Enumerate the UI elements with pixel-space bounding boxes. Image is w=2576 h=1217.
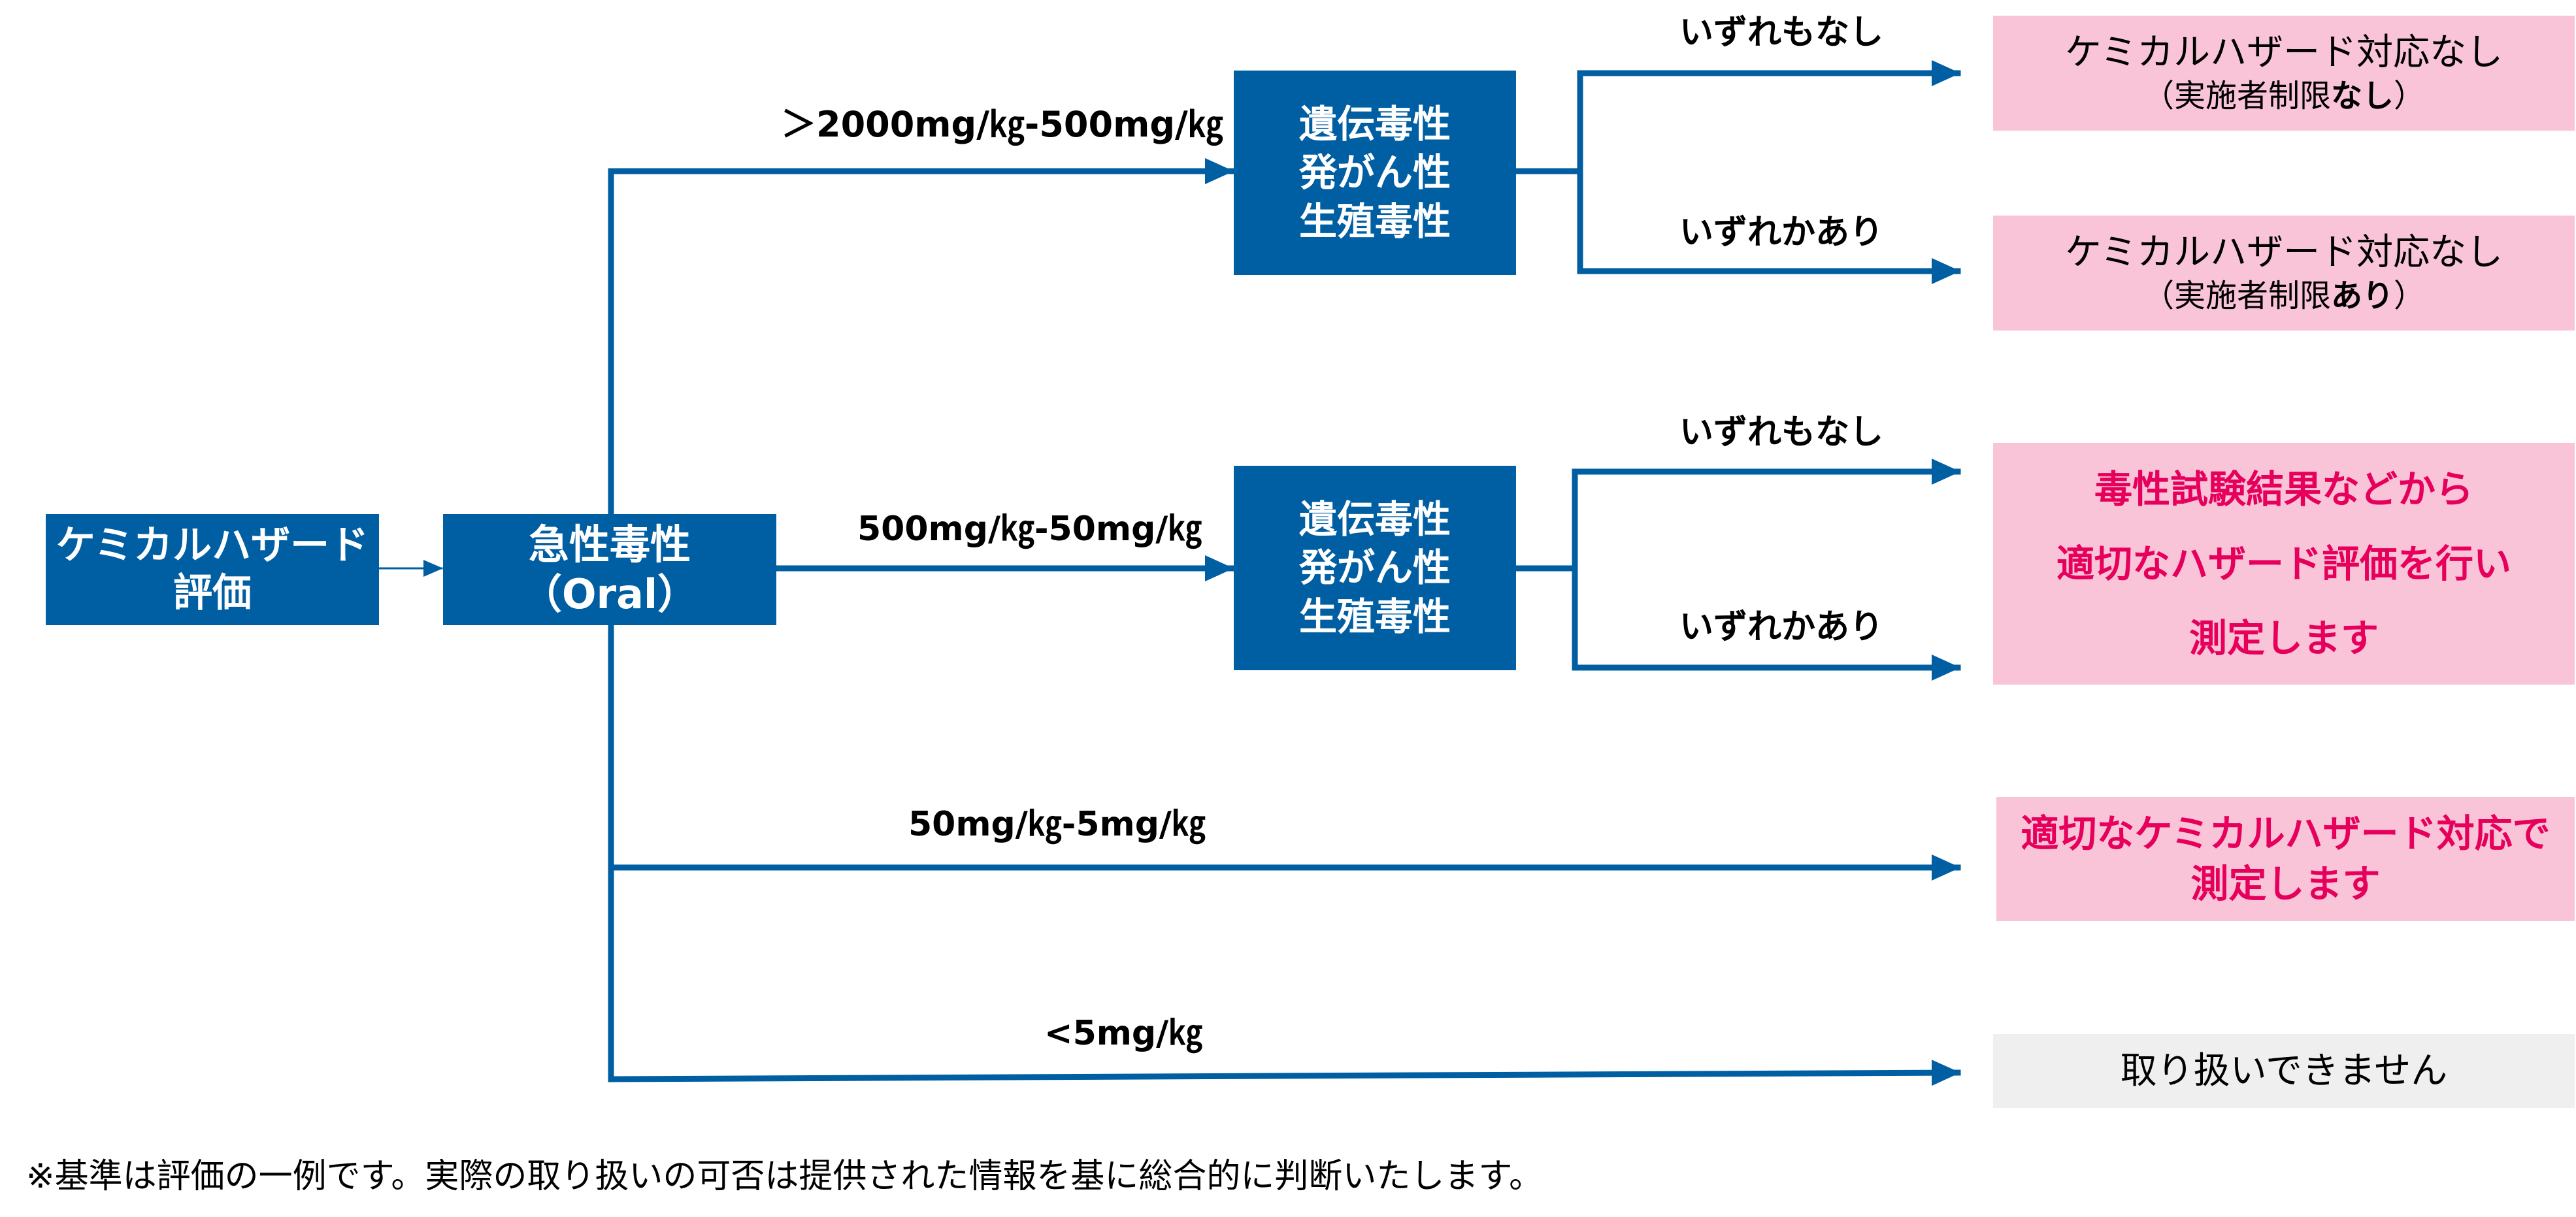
result-2-sub-prefix: （実施者制限 bbox=[2142, 277, 2331, 314]
outcome-label-any-lower: いずれかあり bbox=[1679, 608, 1884, 647]
result-4-line-1: 適切なケミカルハザード対応で bbox=[2021, 811, 2551, 856]
result-2-sub: （実施者制限あり） bbox=[2143, 276, 2425, 316]
result-3-line-3: 測定します bbox=[2188, 616, 2379, 660]
condition-label-2: 500mg/㎏-50mg/㎏ bbox=[857, 510, 1202, 549]
result-1-sub-prefix: （実施者制限 bbox=[2142, 77, 2331, 114]
genotoxicity-node-lower: 遺伝毒性 発がん性 生殖毒性 bbox=[1234, 466, 1516, 670]
geno-lower-line-1: 遺伝毒性 bbox=[1298, 497, 1451, 542]
result-not-handled: 取り扱いできません bbox=[1993, 1034, 2575, 1108]
result-hazard-handling: 適切なケミカルハザード対応で 測定します bbox=[1996, 797, 2575, 921]
result-1-main: ケミカルハザード対応なし bbox=[2064, 31, 2503, 74]
outcome-label-none-upper: いずれもなし bbox=[1679, 13, 1884, 52]
outcome-label-none-lower: いずれもなし bbox=[1679, 413, 1884, 452]
genotoxicity-node-upper: 遺伝毒性 発がん性 生殖毒性 bbox=[1234, 71, 1516, 275]
start-node-line-2: 評価 bbox=[173, 570, 252, 616]
result-2-sub-suffix: ） bbox=[2394, 277, 2426, 314]
start-node-line-1: ケミカルハザード bbox=[56, 522, 369, 568]
geno-lower-line-3: 生殖毒性 bbox=[1298, 594, 1451, 639]
result-2-main: ケミカルハザード対応なし bbox=[2064, 231, 2503, 274]
condition-label-1: ＞2000mg/㎏-500mg/㎏ bbox=[781, 104, 1223, 145]
footnote: ※基準は評価の一例です。実際の取り扱いの可否は提供された情報を基に総合的に判断い… bbox=[26, 1157, 1544, 1196]
result-1-sub: （実施者制限なし） bbox=[2143, 76, 2425, 116]
acute-node-line-2: （Oral） bbox=[521, 570, 699, 618]
result-2-sub-bold: あり bbox=[2330, 277, 2394, 314]
geno-lower-line-2: 発がん性 bbox=[1298, 545, 1451, 591]
outcome-label-any-upper: いずれかあり bbox=[1679, 213, 1884, 252]
geno-upper-line-3: 生殖毒性 bbox=[1298, 199, 1451, 244]
result-3-line-2: 適切なハザード評価を行い bbox=[2056, 542, 2511, 586]
result-no-hazard-with-restriction: ケミカルハザード対応なし （実施者制限あり） bbox=[1993, 216, 2575, 331]
result-3-line-1: 毒性試験結果などから bbox=[2094, 467, 2473, 511]
condition-label-4: <5mg/㎏ bbox=[1044, 1014, 1203, 1053]
geno-upper-line-2: 発がん性 bbox=[1298, 150, 1451, 195]
result-5-text: 取り扱いできません bbox=[2120, 1049, 2448, 1092]
result-1-sub-suffix: ） bbox=[2394, 77, 2426, 114]
geno-upper-line-1: 遺伝毒性 bbox=[1298, 102, 1451, 147]
result-no-hazard-no-restriction: ケミカルハザード対応なし （実施者制限なし） bbox=[1993, 16, 2575, 131]
result-hazard-evaluation: 毒性試験結果などから 適切なハザード評価を行い 測定します bbox=[1993, 443, 2575, 685]
result-1-sub-bold: なし bbox=[2330, 77, 2394, 114]
branch-4-arrow bbox=[608, 1060, 1961, 1086]
result-4-line-2: 測定します bbox=[2190, 862, 2381, 906]
condition-label-3: 50mg/㎏-5mg/㎏ bbox=[908, 805, 1206, 844]
acute-node-line-1: 急性毒性 bbox=[528, 521, 691, 569]
acute-toxicity-node: 急性毒性 （Oral） bbox=[443, 514, 776, 625]
chemical-hazard-assessment-node: ケミカルハザード 評価 bbox=[46, 514, 379, 625]
